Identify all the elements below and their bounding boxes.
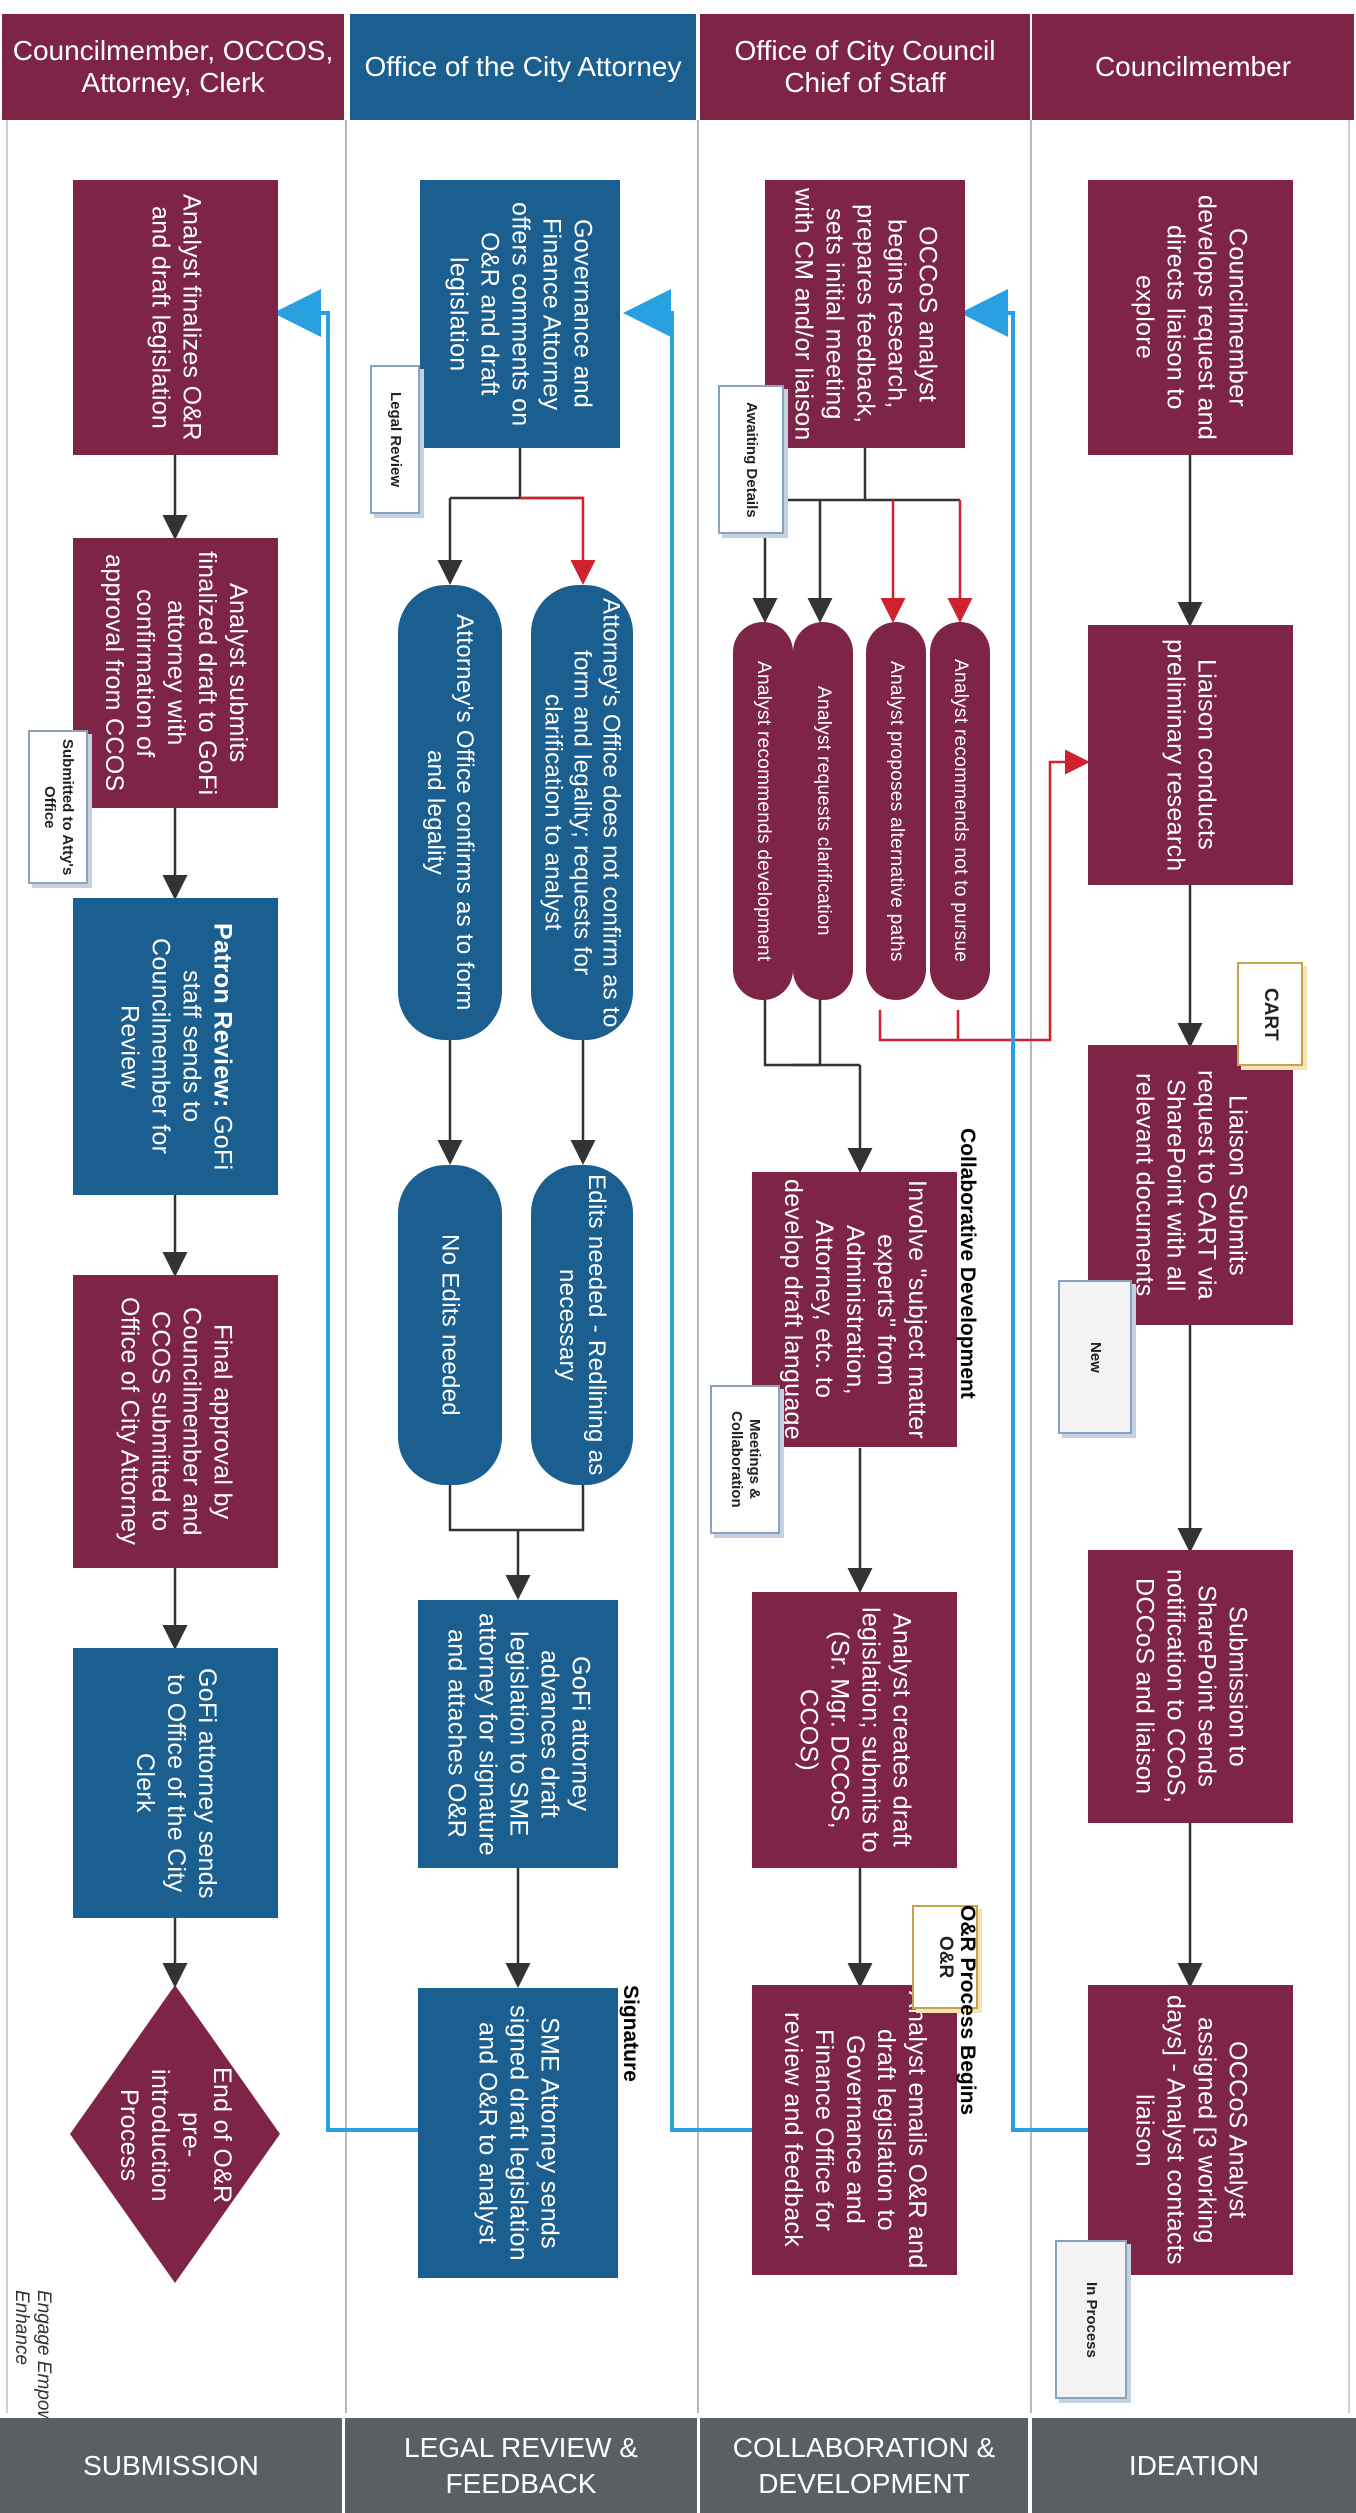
phase-label-or-process: O&R Process Begins [956, 1905, 979, 2116]
status-tag-new: New [1058, 1280, 1132, 1434]
status-tag-submitted: Submitted to Atty's Office [28, 730, 88, 884]
flow-step-research: Liaison conducts preliminary research [1088, 625, 1293, 885]
decision-not-pursue: Analyst recommends not to pursue [930, 622, 990, 1000]
footer-collab: COLLABORATION & DEVELOPMENT [700, 2418, 1028, 2513]
step-text: Final approval by Councilmember and CCOS… [115, 1297, 237, 1546]
step-text: Analyst recommends not to pursue [950, 659, 971, 963]
step-text: Councilmember develops request and direc… [1130, 194, 1252, 441]
decision-confirm: Attorney's Office confirms as to form an… [398, 585, 502, 1040]
tag-text: Meetings & Collaboration [728, 1411, 763, 1508]
status-tag-awaiting: Awaiting Details [718, 385, 784, 534]
status-tag-meetings: Meetings & Collaboration [710, 1385, 780, 1534]
step-text: GoFi attorney advances draft legislation… [442, 1612, 595, 1856]
end-label: End of O&R pre-introduction Process [110, 2045, 240, 2225]
step-text: No Edits needed [436, 1234, 464, 1416]
step-text: Involve "subject matter experts" from Ad… [779, 1179, 931, 1440]
step-text: Governance and Finance Attorney offers c… [444, 201, 597, 427]
step-text: Attorney's Office confirms as to form an… [422, 614, 478, 1011]
motto-text: Engage Empower Enhance [11, 2290, 54, 2442]
lane-divider [697, 120, 699, 2413]
step-text: Liaison conducts preliminary research [1161, 638, 1221, 872]
phase-label-collaborative: Collaborative Development [956, 1128, 979, 1399]
tag-text: Legal Review [387, 391, 404, 488]
lane-header-ideation: Councilmember [1032, 14, 1354, 120]
lane-header-submission: Councilmember, OCCOS, Attorney, Clerk [2, 14, 344, 120]
patron-review-title: Patron Review: [208, 922, 237, 1108]
step-text: End of O&R pre-introduction Process [115, 2066, 236, 2204]
status-tag-or: O&R [912, 1905, 978, 2009]
flow-step-gofi-advances: GoFi attorney advances draft legislation… [418, 1600, 618, 1868]
lane-header-collab: Office of City Council Chief of Staff [700, 14, 1030, 120]
flow-step-subject-experts: Involve "subject matter experts" from Ad… [752, 1172, 957, 1447]
footer-ideation: IDEATION [1032, 2418, 1356, 2513]
step-text: Analyst recommends development [753, 660, 774, 962]
decision-alternative-paths: Analyst proposes alternative paths [866, 622, 926, 1000]
flow-step-send-clerk: GoFi attorney sends to Office of the Cit… [73, 1648, 278, 1918]
lane-divider [345, 120, 347, 2413]
status-tag-legal-review: Legal Review [370, 365, 420, 514]
footer-legal: LEGAL REVIEW & FEEDBACK [345, 2418, 697, 2513]
decision-edits-needed: Edits needed - Redlining as necessary [531, 1165, 633, 1485]
step-text: GoFi attorney sends to Office of the Cit… [131, 1667, 221, 1899]
step-text: Analyst proposes alternative paths [886, 660, 907, 962]
flow-step-submit-cart: Liaison Submits request to CART via Shar… [1088, 1045, 1293, 1325]
end-diamond [70, 1985, 280, 2283]
flow-step-request: Councilmember develops request and direc… [1088, 180, 1293, 455]
tag-text: Awaiting Details [743, 401, 760, 518]
flow-step-patron-review: Patron Review: GoFi staff sends to Counc… [73, 898, 278, 1195]
step-text: SME Attorney sends signed draft legislat… [473, 2005, 564, 2261]
status-tag-in-process: In Process [1055, 2240, 1127, 2399]
flow-step-analyst-research: OCCoS analyst begins research, prepares … [765, 180, 965, 448]
phase-label-signature: Signature [619, 1985, 642, 2082]
step-text: OCCoS Analyst assigned [3 working days] … [1130, 1995, 1252, 2265]
flow-step-final-approval: Final approval by Councilmember and CCOS… [73, 1275, 278, 1568]
lane-edge-left [6, 120, 8, 2413]
flow-step-sme-sends: SME Attorney sends signed draft legislat… [418, 1988, 618, 2278]
tag-text: Submitted to Atty's Office [41, 738, 76, 876]
tag-text: New [1087, 1341, 1104, 1373]
tag-text: CART [1260, 987, 1281, 1041]
decision-recommend-development: Analyst recommends development [733, 622, 793, 1000]
step-text: Analyst creates draft legislation; submi… [794, 1607, 916, 1853]
step-text: Edits needed - Redlining as necessary [554, 1174, 610, 1476]
flow-step-analyst-assigned: OCCoS Analyst assigned [3 working days] … [1088, 1985, 1293, 2275]
decision-no-edits: No Edits needed [398, 1165, 502, 1485]
lane-header-legal: Office of the City Attorney [350, 14, 696, 120]
status-tag-cart: CART [1237, 962, 1303, 1066]
tag-text: O&R [935, 1935, 956, 1979]
step-text: Analyst submits finalized draft to GoFi … [100, 550, 252, 796]
step-text: Analyst requests clarification [813, 686, 834, 936]
footer-submission: SUBMISSION [0, 2418, 342, 2513]
lane-edge-right [1348, 120, 1350, 2413]
flow-step-attorney-comments: Governance and Finance Attorney offers c… [420, 180, 620, 448]
step-text: Liaison Submits request to CART via Shar… [1130, 1070, 1252, 1300]
step-text: Submission to SharePoint sends notificat… [1130, 1569, 1252, 1804]
flow-step-finalize: Analyst finalizes O&R and draft legislat… [73, 180, 278, 455]
lane-divider [1030, 120, 1032, 2413]
flow-step-notification: Submission to SharePoint sends notificat… [1088, 1550, 1293, 1823]
step-text: Patron Review: GoFi staff sends to Counc… [114, 904, 238, 1189]
flow-step-submit-gofi: Analyst submits finalized draft to GoFi … [73, 538, 278, 808]
step-text: Analyst emails O&R and draft legislation… [779, 1991, 931, 2269]
step-text: Attorney's Office does not confirm as to… [539, 597, 625, 1028]
step-text: Analyst finalizes O&R and draft legislat… [146, 194, 206, 441]
decision-not-confirm: Attorney's Office does not confirm as to… [531, 585, 633, 1040]
flow-step-draft-legislation: Analyst creates draft legislation; submi… [752, 1592, 957, 1868]
step-text: OCCoS analyst begins research, prepares … [789, 187, 942, 441]
decision-request-clarification: Analyst requests clarification [793, 622, 853, 1000]
patron-review-body: GoFi staff sends to Councilmember for Re… [115, 938, 237, 1171]
flow-step-email-or: Analyst emails O&R and draft legislation… [752, 1985, 957, 2275]
tag-text: In Process [1083, 2281, 1100, 2358]
